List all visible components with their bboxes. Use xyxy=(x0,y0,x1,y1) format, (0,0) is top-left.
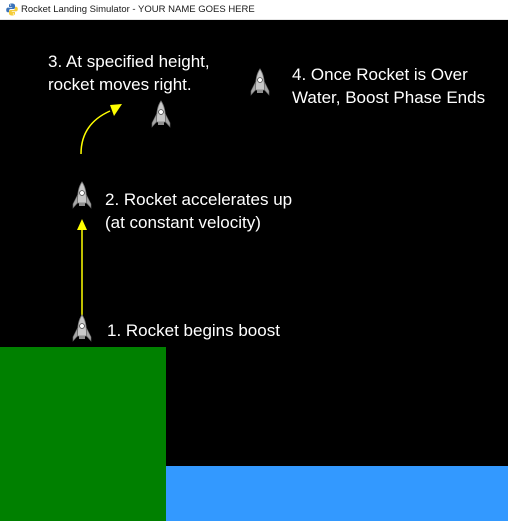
step2-label-line2: (at constant velocity) xyxy=(105,213,261,232)
step3-label-line1: 3. At specified height, xyxy=(48,52,210,71)
launch-land xyxy=(0,347,166,521)
title-bar[interactable]: Rocket Landing Simulator - YOUR NAME GOE… xyxy=(0,0,508,20)
up-arrow-head xyxy=(77,219,87,230)
game-canvas[interactable]: 1. Rocket begins boost 2. Rocket acceler… xyxy=(0,20,508,521)
landing-water xyxy=(166,466,508,521)
step4-label-line1: 4. Once Rocket is Over xyxy=(292,65,468,84)
rocket-icon xyxy=(72,181,92,209)
step4-label-line2: Water, Boost Phase Ends xyxy=(292,88,486,107)
curve-arrow-head xyxy=(110,104,122,116)
trajectory-arrows xyxy=(77,104,122,316)
window-title: Rocket Landing Simulator - YOUR NAME GOE… xyxy=(21,4,255,15)
rocket-icon xyxy=(151,100,171,128)
curve-arrow-shaft xyxy=(80,110,111,155)
step3-label-line2: rocket moves right. xyxy=(48,75,192,94)
step2-label-line1: 2. Rocket accelerates up xyxy=(105,190,293,209)
python-snake-icon xyxy=(6,3,18,16)
step1-label: 1. Rocket begins boost xyxy=(107,321,280,340)
rocket-icon xyxy=(72,314,92,342)
rocket-icon xyxy=(250,68,270,96)
